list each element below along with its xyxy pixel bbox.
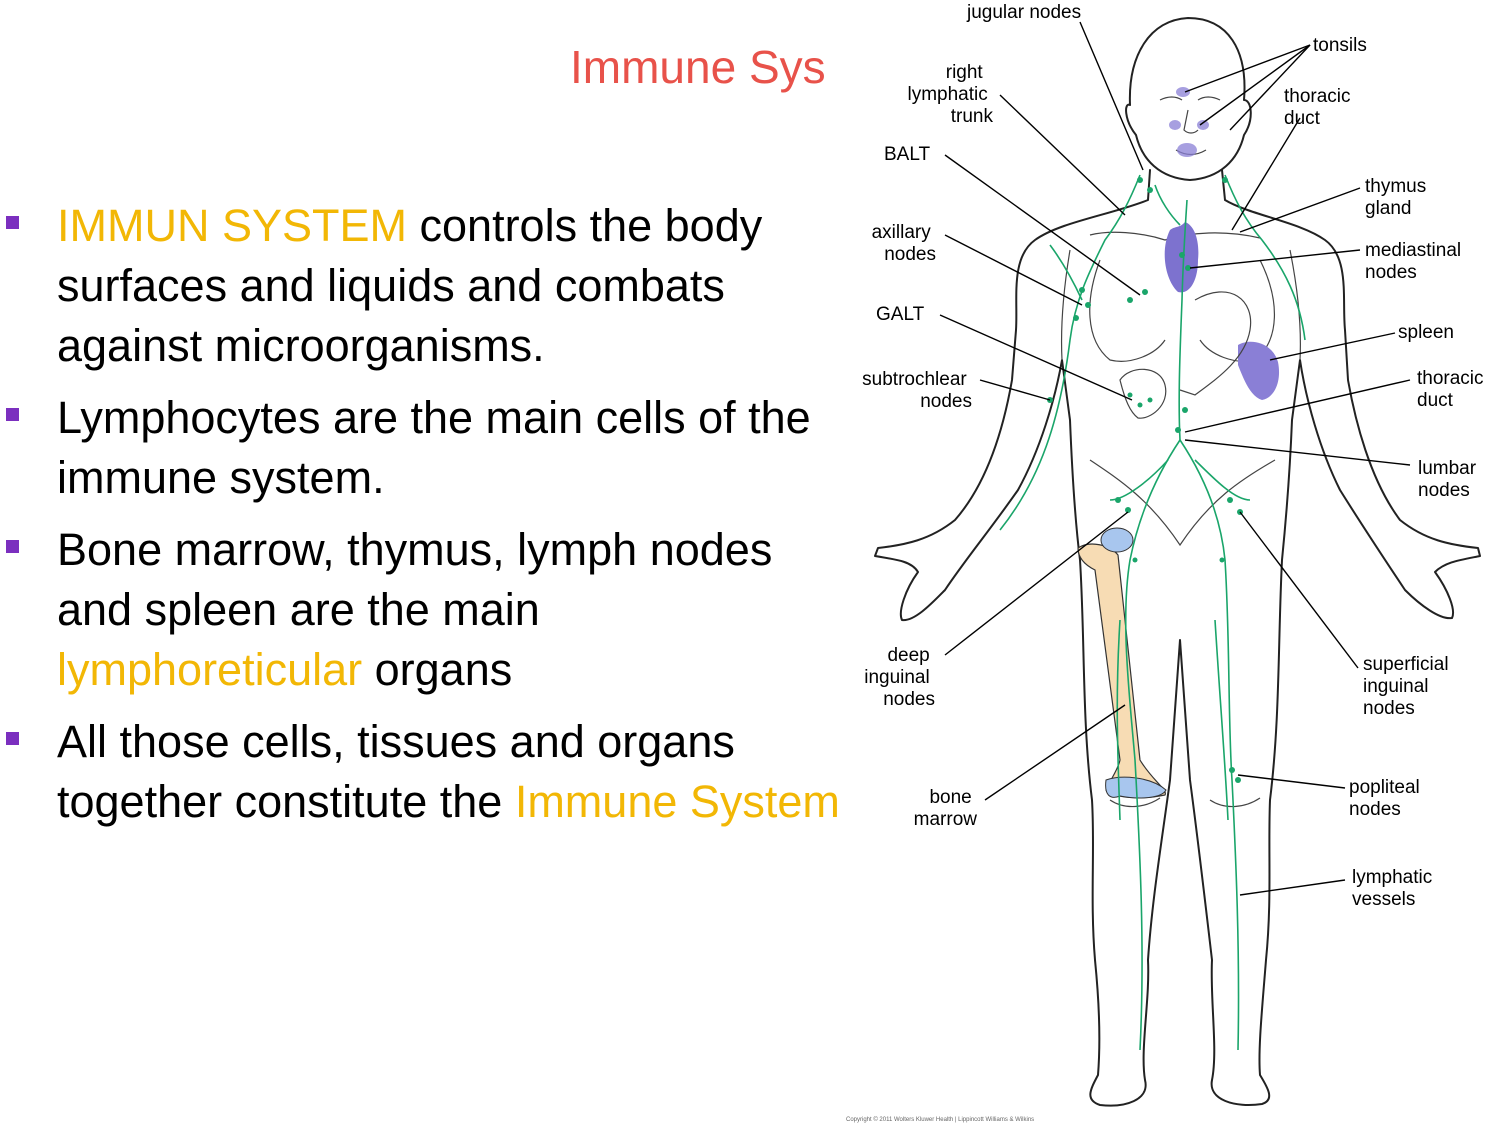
bullet-list: IMMUN SYSTEM controls the body surfaces … (0, 196, 850, 844)
square-bullet-icon (6, 408, 19, 421)
lingual-tonsil-organ (1177, 143, 1197, 157)
tonsil-organ (1197, 120, 1209, 130)
adenoid-organ (1176, 87, 1190, 97)
label-jugular-nodes: jugular nodes (966, 2, 1081, 23)
bullet-text-fragment: organs (362, 644, 513, 695)
square-bullet-icon (6, 540, 19, 553)
bullet-text: All those cells, tissues and organs toge… (57, 716, 840, 827)
label-balt: BALT (884, 144, 931, 165)
lymphatic-system-diagram: jugular nodes tonsils right lymphatic tr… (846, 2, 1489, 1123)
highlighted-term: IMMUN SYSTEM (57, 200, 408, 251)
square-bullet-icon (6, 216, 19, 229)
highlighted-term: Immune System (514, 776, 840, 827)
lymphoid-organs (1077, 87, 1280, 799)
slide-title: Immune Sys (570, 41, 826, 93)
bullet-text: Bone marrow, thymus, lymph nodes and spl… (57, 524, 772, 695)
bullet-text: IMMUN SYSTEM controls the body surfaces … (57, 200, 762, 371)
label-thymus-gland: thymus gland (1365, 176, 1432, 219)
label-right-lymphatic-trunk: right lymphatic trunk (907, 62, 993, 127)
highlighted-term: lymphoreticular (57, 644, 363, 695)
lymph-nodes (1047, 177, 1243, 783)
label-lymphatic-vessels: lymphatic vessels (1352, 867, 1438, 910)
label-lumbar-nodes: lumbar nodes (1418, 458, 1481, 501)
bullet-item: Bone marrow, thymus, lymph nodes and spl… (0, 520, 850, 700)
bullet-text-fragment: controls the body surfaces and liquids a… (57, 200, 763, 371)
square-bullet-icon (6, 732, 19, 745)
label-mediastinal-nodes: mediastinal nodes (1365, 240, 1466, 283)
bullet-text: Lymphocytes are the main cells of the im… (57, 392, 811, 503)
label-superficial-inguinal-nodes: superficial inguinal nodes (1363, 654, 1454, 719)
label-spleen: spleen (1398, 322, 1454, 343)
diagram-labels: jugular nodes tonsils right lymphatic tr… (862, 2, 1489, 910)
spleen-organ (1238, 341, 1280, 400)
bullet-text-fragment: Bone marrow, thymus, lymph nodes and spl… (57, 524, 773, 635)
leader-lines (939, 21, 1411, 896)
bullet-text-fragment: All those cells, tissues and organs toge… (57, 716, 735, 827)
lymph-vessels (999, 174, 1306, 1051)
label-deep-inguinal-nodes: deep inguinal nodes (864, 645, 935, 710)
label-popliteal-nodes: popliteal nodes (1349, 777, 1425, 820)
bullet-item: All those cells, tissues and organs toge… (0, 712, 850, 832)
bullet-text-fragment: Lymphocytes are the main cells of the im… (57, 392, 811, 503)
tonsil-organ (1169, 120, 1181, 130)
bullet-item: IMMUN SYSTEM controls the body surfaces … (0, 196, 850, 376)
femur-head (1100, 527, 1134, 553)
femur-bone (1077, 543, 1166, 799)
label-tonsils: tonsils (1313, 35, 1367, 56)
label-subtrochlear-nodes: subtrochlear nodes (862, 369, 972, 412)
bullet-item: Lymphocytes are the main cells of the im… (0, 388, 850, 508)
label-axillary-nodes: axillary nodes (872, 222, 936, 265)
label-thoracic-duct-upper: thoracic duct (1284, 86, 1356, 129)
copyright-note: Copyright © 2011 Wolters Kluwer Health |… (846, 1116, 1034, 1123)
label-thoracic-duct-lower: thoracic duct (1417, 368, 1489, 411)
label-bone-marrow: bone marrow (914, 787, 978, 830)
label-galt: GALT (876, 304, 925, 325)
